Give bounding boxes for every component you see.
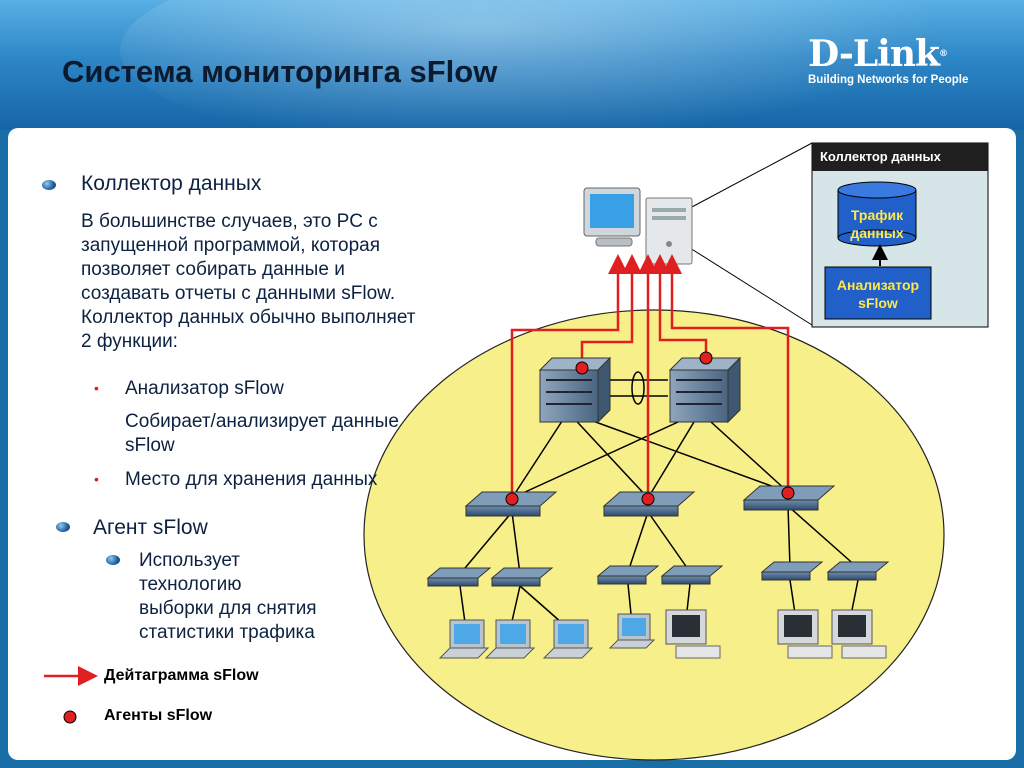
laptop-icon-1 [438,619,490,659]
callout-line-top [689,142,813,209]
sub-analyzer-description: Собирает/анализирует данные sFlow [125,411,399,456]
desktop-icon-2 [777,609,833,659]
traffic-data-cylinder [837,181,917,247]
page-title: Система мониторинга sFlow [62,54,498,89]
dlink-logo: D-Link® Building Networks for People [808,36,978,86]
edge-switch-2 [490,567,554,587]
logo-name: D-Link [808,33,940,75]
edge-switch-1 [426,567,492,587]
legend-datagram-label: Дейтаграмма sFlow [104,667,259,684]
bullet-icon [106,555,120,565]
sub-bullet-icon: • [94,380,99,396]
collector-pc-icon [583,187,693,265]
slide-header [0,0,1024,130]
analyzer-box [824,266,932,320]
laptop-icon-2 [484,619,536,659]
legend-agent-dot [63,710,77,724]
laptop-icon-4 [608,613,656,649]
agent-heading: Агент sFlow [93,516,208,539]
core-switch-1 [538,356,612,424]
sub-bullet-icon: • [94,471,99,487]
collector-heading: Коллектор данных [81,172,262,195]
sflow-agent-dots [505,351,795,506]
agent-description: Использует технологию выборки для снятия… [139,550,317,643]
desktop-icon-1 [665,609,721,659]
desktop-icon-3 [831,609,887,659]
edge-switch-6 [826,561,890,581]
core-switch-2 [668,356,742,424]
traffic-data-label: Трафик данных [850,207,904,241]
callout-line-bottom [689,247,813,326]
bullet-icon [56,522,70,532]
collector-description: В большинстве случаев, это PC с запущенн… [81,211,416,352]
header-decoration [120,0,1020,130]
edge-switch-3 [596,565,660,585]
collector-box-titlebar [812,143,988,171]
analyzer-label: Анализатор sFlow [836,277,920,311]
core-access-links [459,371,859,631]
sflow-datagram-arrows [510,254,790,498]
logo-tagline: Building Networks for People [808,74,969,86]
edge-switch-5 [760,561,824,581]
network-ellipse [363,309,945,761]
bullet-icon [42,180,56,190]
collector-box-title: Коллектор данных [820,149,941,164]
edge-switch-4 [660,565,724,585]
sub-storage: Место для хранения данных [125,469,378,490]
legend-agents-label: Агенты sFlow [104,707,213,724]
sub-analyzer: Анализатор sFlow [125,378,284,399]
laptop-icon-3 [542,619,594,659]
